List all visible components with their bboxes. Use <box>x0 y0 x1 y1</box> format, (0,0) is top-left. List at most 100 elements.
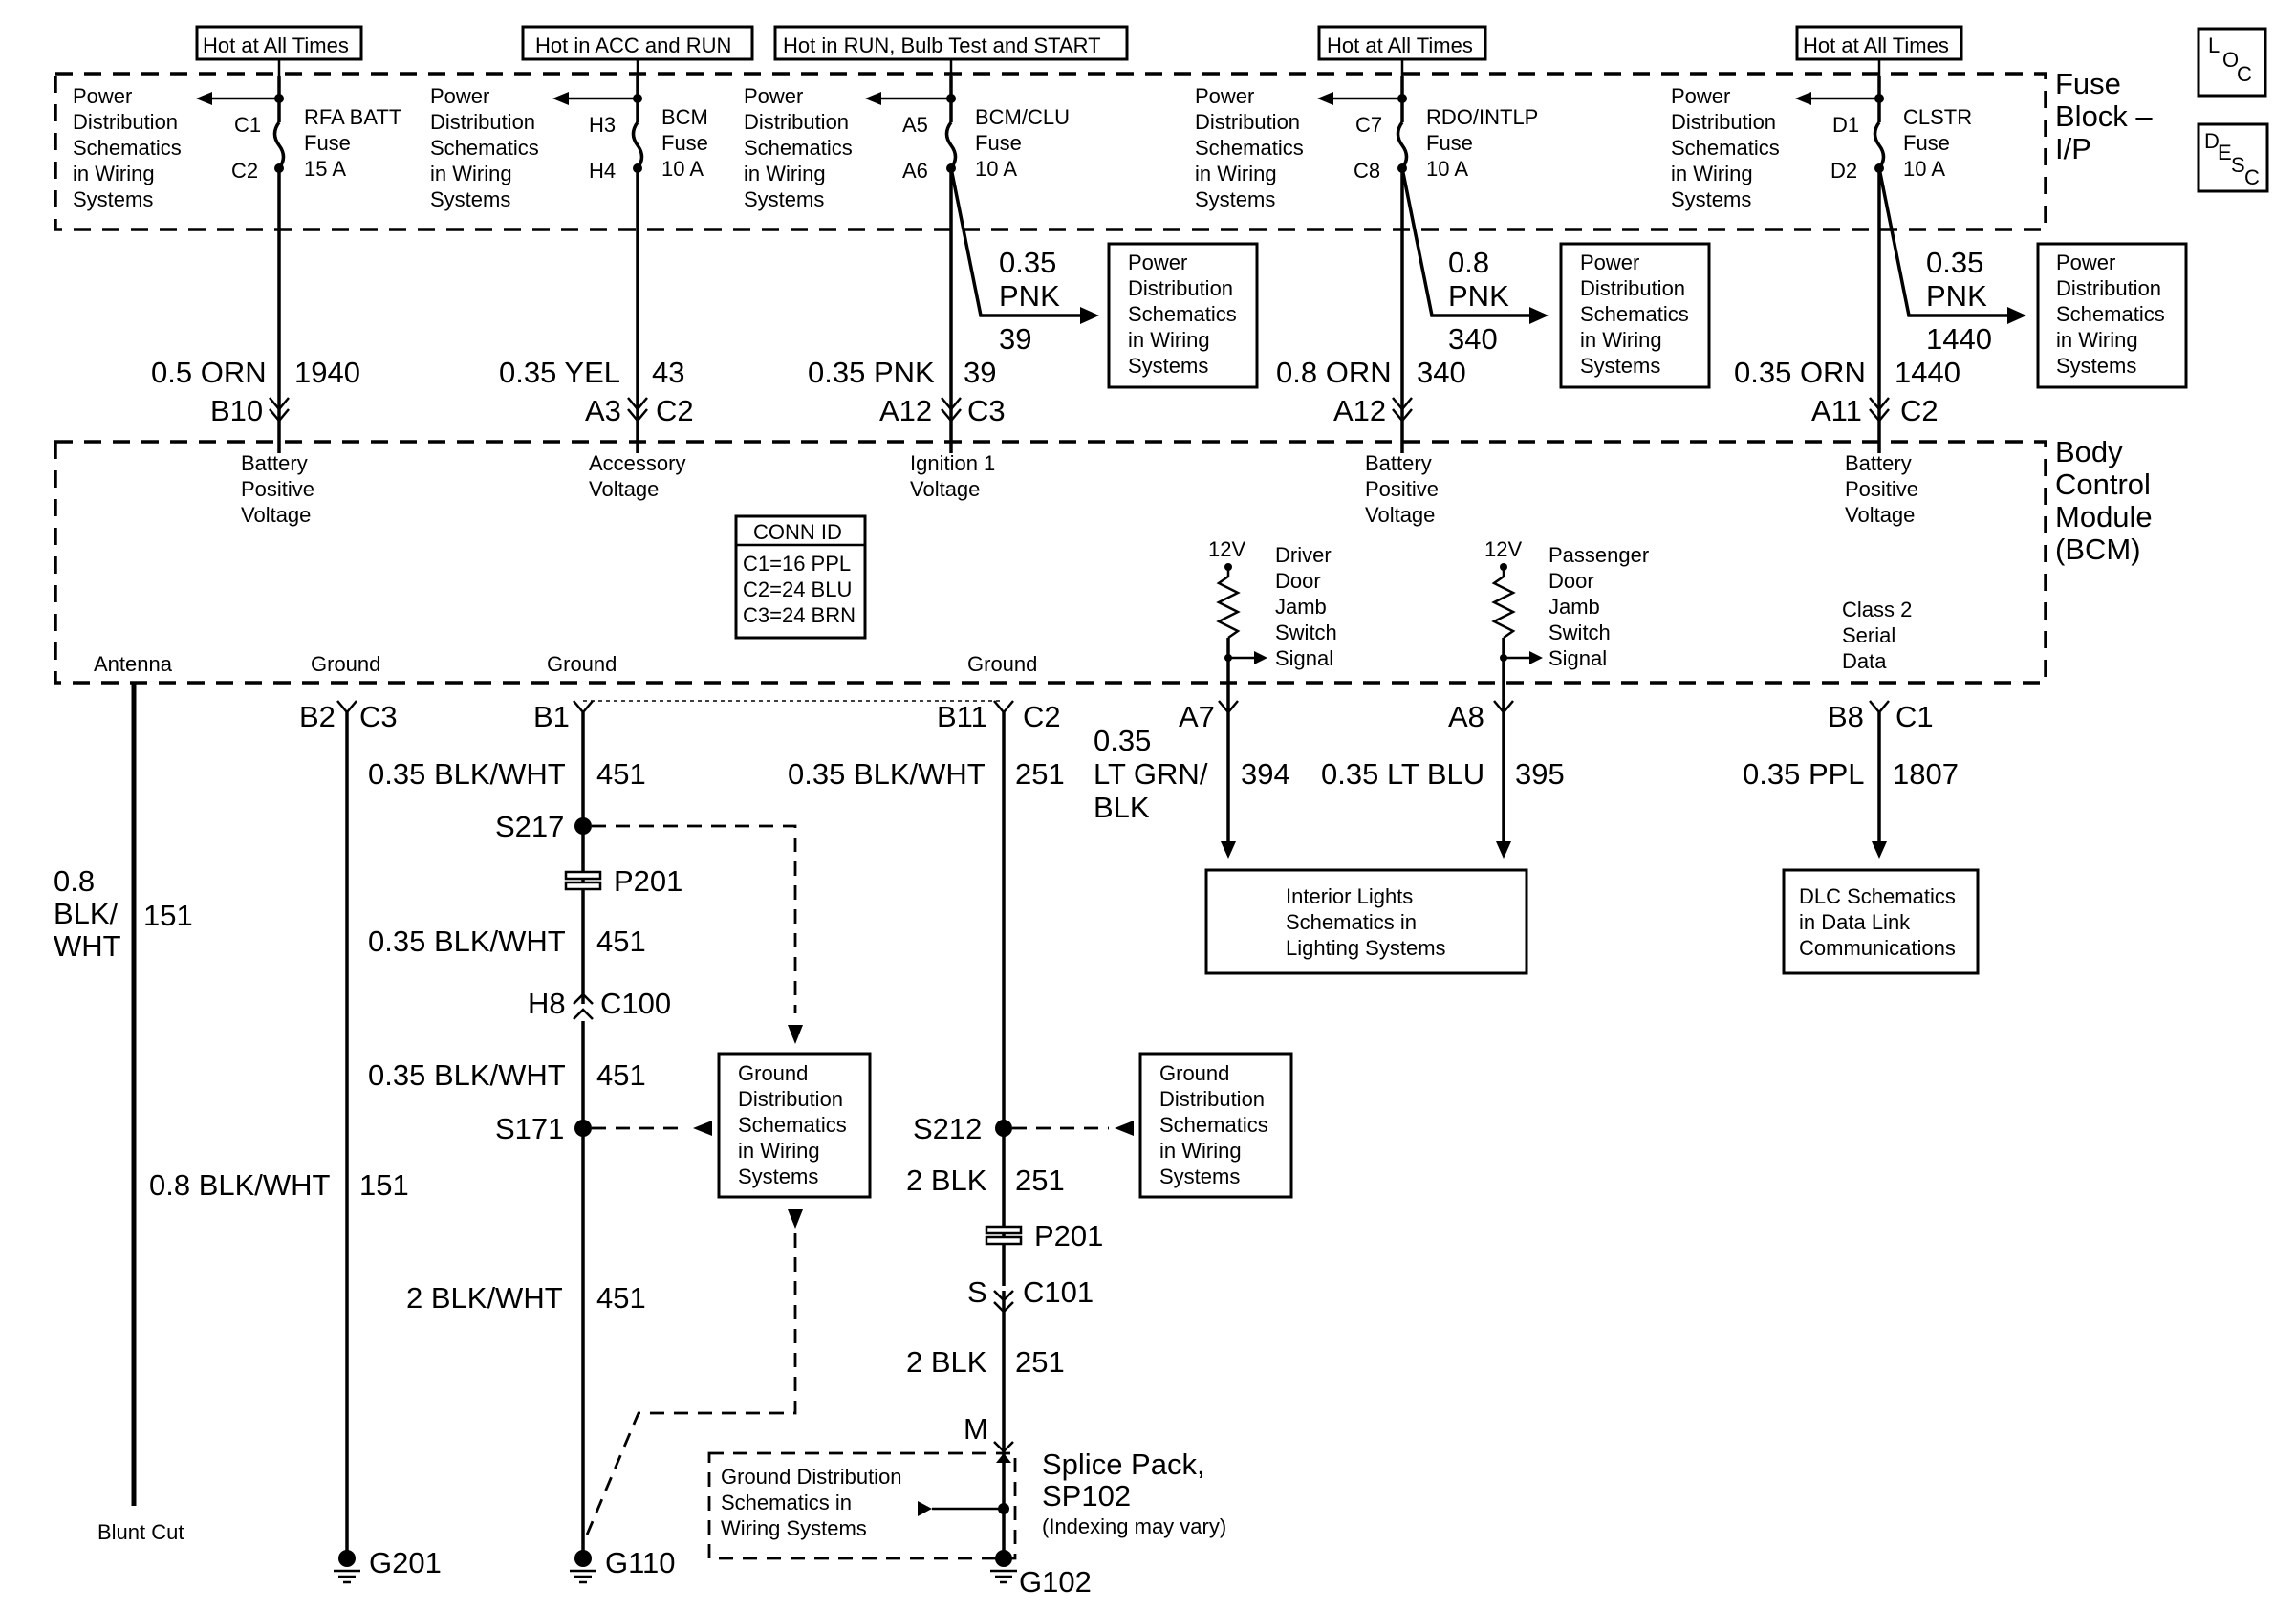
svg-text:0.35: 0.35 <box>999 246 1056 279</box>
loc-icon-letter: O <box>2222 48 2239 72</box>
ground-wire-g102: 0.35 BLK/WHT 251 S212 2 BLK 251 P201 S C… <box>788 712 1103 1554</box>
svg-text:251: 251 <box>1015 757 1065 791</box>
svg-text:A7: A7 <box>1179 700 1215 733</box>
svg-text:Hot in ACC and RUN: Hot in ACC and RUN <box>535 33 731 57</box>
svg-text:Ignition 1: Ignition 1 <box>910 451 995 475</box>
antenna-wire: 0.8 BLK/ WHT 151 Blunt Cut <box>54 683 193 1544</box>
svg-text:0.35 BLK/WHT: 0.35 BLK/WHT <box>368 757 566 791</box>
bcm-bottom-labels: Antenna Ground Ground Ground <box>94 652 1037 676</box>
svg-text:Voltage: Voltage <box>589 477 659 501</box>
svg-text:Systems: Systems <box>738 1165 818 1188</box>
svg-text:Positive: Positive <box>1365 477 1439 501</box>
svg-text:Block –: Block – <box>2055 99 2153 133</box>
svg-text:Power: Power <box>1128 250 1187 274</box>
svg-text:451: 451 <box>596 757 646 791</box>
svg-text:C1=16 PPL: C1=16 PPL <box>743 552 851 576</box>
svg-text:BCM: BCM <box>661 105 708 129</box>
dlc-box[interactable]: DLC Schematics in Data Link Communicatio… <box>1782 868 1980 975</box>
svg-text:A3: A3 <box>585 394 621 427</box>
svg-text:Distribution: Distribution <box>744 110 849 134</box>
svg-text:C100: C100 <box>600 987 671 1020</box>
svg-text:Fuse: Fuse <box>1426 131 1473 155</box>
svg-text:0.35 YEL: 0.35 YEL <box>499 356 620 389</box>
svg-text:A6: A6 <box>902 159 928 183</box>
svg-text:Distribution: Distribution <box>1128 276 1233 300</box>
svg-text:G201: G201 <box>369 1546 442 1579</box>
svg-text:Body: Body <box>2055 435 2123 468</box>
interior-lights-box[interactable]: Interior Lights Schematics in Lighting S… <box>1204 868 1528 975</box>
svg-text:RDO/INTLP: RDO/INTLP <box>1426 105 1538 129</box>
svg-text:G102: G102 <box>1019 1565 1092 1599</box>
svg-text:2 BLK/WHT: 2 BLK/WHT <box>406 1281 563 1315</box>
svg-text:251: 251 <box>1015 1164 1065 1197</box>
svg-text:B8: B8 <box>1828 700 1864 733</box>
svg-text:S: S <box>967 1275 987 1309</box>
svg-text:C7: C7 <box>1355 113 1382 137</box>
desc-icon[interactable]: D E S C <box>2197 122 2269 193</box>
s217-ground-dashed-ref <box>592 824 803 1044</box>
svg-text:C3: C3 <box>967 394 1006 427</box>
svg-text:Positive: Positive <box>1845 477 1918 501</box>
svg-text:0.35: 0.35 <box>1926 246 1983 279</box>
svg-text:Power: Power <box>1580 250 1639 274</box>
svg-text:Wiring Systems: Wiring Systems <box>721 1516 867 1540</box>
svg-text:C2: C2 <box>231 159 258 183</box>
svg-text:Ground: Ground <box>738 1061 808 1085</box>
svg-text:Interior Lights: Interior Lights <box>1286 884 1413 908</box>
svg-text:Passenger: Passenger <box>1549 543 1649 567</box>
svg-text:340: 340 <box>1448 322 1498 356</box>
fuse-rdo-intlp: C7 C8 RDO/INTLP Fuse 10 A PowerDistribut… <box>1195 76 1549 453</box>
svg-text:Module: Module <box>2055 500 2153 533</box>
svg-text:Schematics: Schematics <box>1195 136 1304 160</box>
svg-text:2 BLK: 2 BLK <box>906 1164 987 1197</box>
svg-text:Distribution: Distribution <box>1580 276 1685 300</box>
svg-text:10 A: 10 A <box>1903 157 1945 181</box>
svg-text:D2: D2 <box>1830 159 1857 183</box>
svg-text:Schematics: Schematics <box>2056 302 2165 326</box>
svg-text:I/P: I/P <box>2055 132 2091 165</box>
loc-icon[interactable]: L O C <box>2197 27 2267 98</box>
svg-text:Serial: Serial <box>1842 623 1895 647</box>
svg-text:Power: Power <box>430 84 489 108</box>
svg-text:C3: C3 <box>359 700 398 733</box>
svg-text:12V: 12V <box>1208 537 1245 561</box>
svg-text:RFA BATT: RFA BATT <box>304 105 401 129</box>
svg-text:0.35 BLK/WHT: 0.35 BLK/WHT <box>368 925 566 958</box>
svg-text:A12: A12 <box>1333 394 1386 427</box>
splice-pack-sp102: Splice Pack, SP102 (Indexing may vary) G… <box>707 1448 1226 1560</box>
svg-text:Splice Pack,: Splice Pack, <box>1042 1448 1205 1481</box>
svg-text:Ground: Ground <box>311 652 380 676</box>
hot-label: Hot at All Times <box>1795 25 1963 61</box>
svg-text:Hot in RUN, Bulb Test and STAR: Hot in RUN, Bulb Test and START <box>783 33 1101 57</box>
svg-text:C1: C1 <box>1895 700 1934 733</box>
ground-symbol: G201 <box>334 1546 442 1584</box>
ground-distribution-box[interactable]: Ground Distribution Schematics in Wiring… <box>1138 1052 1293 1199</box>
svg-text:in Wiring: in Wiring <box>1159 1139 1242 1163</box>
svg-text:Schematics: Schematics <box>1159 1113 1268 1137</box>
svg-text:Ground: Ground <box>1159 1061 1229 1085</box>
svg-text:Antenna: Antenna <box>94 652 173 676</box>
svg-text:0.5 ORN: 0.5 ORN <box>151 356 267 389</box>
ground-distribution-box[interactable]: Ground Distribution Schematics in Wiring… <box>717 1052 872 1199</box>
svg-text:0.35 BLK/WHT: 0.35 BLK/WHT <box>368 1058 566 1092</box>
svg-text:Schematics in: Schematics in <box>721 1491 852 1514</box>
loc-icon-letter: C <box>2237 62 2252 86</box>
svg-text:Battery: Battery <box>1365 451 1432 475</box>
loc-icon-letter: L <box>2208 33 2220 57</box>
bcm-input-labels: Battery Positive Voltage Accessory Volta… <box>241 451 1918 527</box>
svg-text:251: 251 <box>1015 1345 1065 1379</box>
svg-text:PNK: PNK <box>1448 279 1509 313</box>
svg-text:Accessory: Accessory <box>589 451 685 475</box>
svg-text:in Wiring: in Wiring <box>744 162 826 185</box>
svg-text:151: 151 <box>143 899 193 932</box>
svg-text:Switch: Switch <box>1549 620 1611 644</box>
svg-text:Systems: Systems <box>1195 187 1275 211</box>
svg-text:0.8 ORN: 0.8 ORN <box>1276 356 1392 389</box>
svg-text:Distribution: Distribution <box>2056 276 2161 300</box>
svg-text:Battery: Battery <box>1845 451 1912 475</box>
